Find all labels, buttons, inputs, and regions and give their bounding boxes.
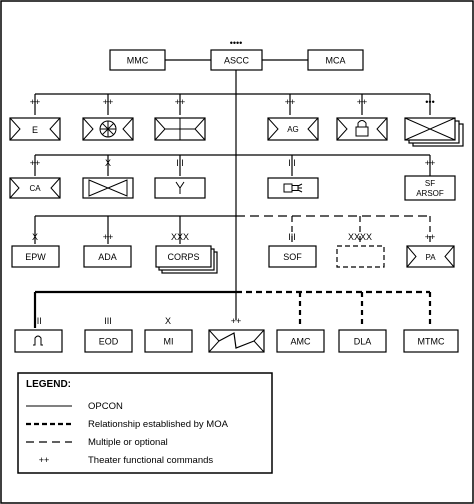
echelon-label: III (288, 232, 296, 242)
mmc-box: MMC (109, 49, 166, 71)
unit-label: E (32, 125, 38, 135)
row1-unit-ag: ++ AG (267, 97, 319, 141)
echelon-label: ++ (103, 97, 114, 107)
echelon-label: XXXX (348, 232, 372, 242)
legend: LEGEND: OPCON Relationship established b… (17, 372, 273, 474)
row4-unit-eod: III EOD (84, 316, 133, 353)
row3-unit-pa: ++ PA (406, 232, 455, 268)
row3-unit-optional: XXXX (336, 232, 385, 268)
searchlight-icon (283, 183, 303, 193)
antenna-icon (175, 181, 185, 194)
unit-label: SOF (283, 252, 302, 262)
unit-label: AG (287, 125, 299, 134)
ascc-echelon: •••• (230, 38, 243, 48)
legend-marker: ++ (39, 455, 50, 465)
row4-unit-mtmc: MTMC (403, 329, 459, 353)
row2-unit-bowtie: X (82, 158, 134, 199)
echelon-label: ++ (357, 97, 368, 107)
unit-label: EPW (25, 252, 46, 262)
mca-box: MCA (307, 49, 364, 71)
row2-unit-searchlight: III (267, 158, 319, 199)
echelon-label: ++ (425, 232, 436, 242)
wheel-icon (99, 120, 117, 138)
ascc-box: •••• ASCC (210, 38, 263, 71)
mmc-label: MMC (127, 56, 149, 66)
row3-unit-sof: III SOF (268, 232, 317, 268)
unit-label: PA (425, 253, 436, 262)
echelon-label: X (32, 232, 38, 242)
unit-label: CORPS (167, 252, 199, 262)
unit-label: DLA (354, 337, 372, 347)
connector-lines (33, 59, 432, 328)
row3-unit-ada: ++ ADA (83, 232, 132, 268)
echelon-label: ++ (285, 97, 296, 107)
echelon-label: III (104, 316, 112, 326)
echelon-label: ++ (30, 158, 41, 168)
legend-label: Multiple or optional (88, 437, 168, 448)
echelon-label: III (34, 316, 42, 326)
legend-label: OPCON (88, 401, 123, 412)
row3-unit-epw: X EPW (11, 232, 60, 268)
row1-unit-stacked: ••• (404, 97, 464, 147)
unit-label: MI (164, 337, 174, 347)
echelon-label: III (288, 158, 296, 168)
legend-label: Relationship established by MOA (88, 419, 229, 430)
lightning-icon (218, 332, 255, 349)
row4-unit-mi: X MI (144, 316, 193, 353)
row1-unit-e: ++ E (9, 97, 61, 141)
row4-unit-medical: III (14, 316, 63, 353)
row1-unit-finance: ++ (154, 97, 206, 141)
echelon-label: XXX (171, 232, 189, 242)
ascc-label: ASCC (224, 56, 250, 66)
row2-unit-ca: ++ CA (9, 158, 61, 199)
unit-label: AMC (291, 337, 312, 347)
echelon-label: III (176, 158, 184, 168)
unit-label: EOD (99, 337, 119, 347)
row3-unit-corps: XXX CORPS (155, 232, 218, 274)
bell-icon (33, 335, 43, 346)
row1-unit-chaplain: ++ (336, 97, 388, 141)
echelon-label: ++ (231, 316, 242, 326)
unit-label: CA (29, 184, 41, 193)
row2-unit-antenna: III (154, 158, 206, 199)
echelon-label: ++ (103, 232, 114, 242)
unit-label: SF (425, 179, 435, 188)
row1-unit-wheel: ++ (82, 97, 134, 141)
finance-icon (165, 118, 195, 140)
echelon-label: ••• (425, 97, 434, 107)
legend-title: LEGEND: (26, 379, 71, 390)
echelon-label: X (105, 158, 111, 168)
row4-unit-dla: DLA (338, 329, 387, 353)
echelon-label: X (165, 316, 171, 326)
row4-unit-amc: AMC (276, 329, 325, 353)
unit-label: ADA (98, 252, 117, 262)
bowtie-icon (88, 179, 128, 197)
legend-label: Theater functional commands (88, 455, 213, 466)
mca-label: MCA (326, 56, 346, 66)
row2-unit-sf-arsof: ++ SF ARSOF (404, 158, 456, 201)
row4-unit-signal: ++ (208, 316, 265, 353)
unit-sublabel: ARSOF (416, 189, 444, 198)
echelon-label: ++ (425, 158, 436, 168)
unit-label: MTMC (418, 337, 445, 347)
lock-icon (355, 120, 369, 137)
echelon-label: ++ (30, 97, 41, 107)
echelon-label: ++ (175, 97, 186, 107)
